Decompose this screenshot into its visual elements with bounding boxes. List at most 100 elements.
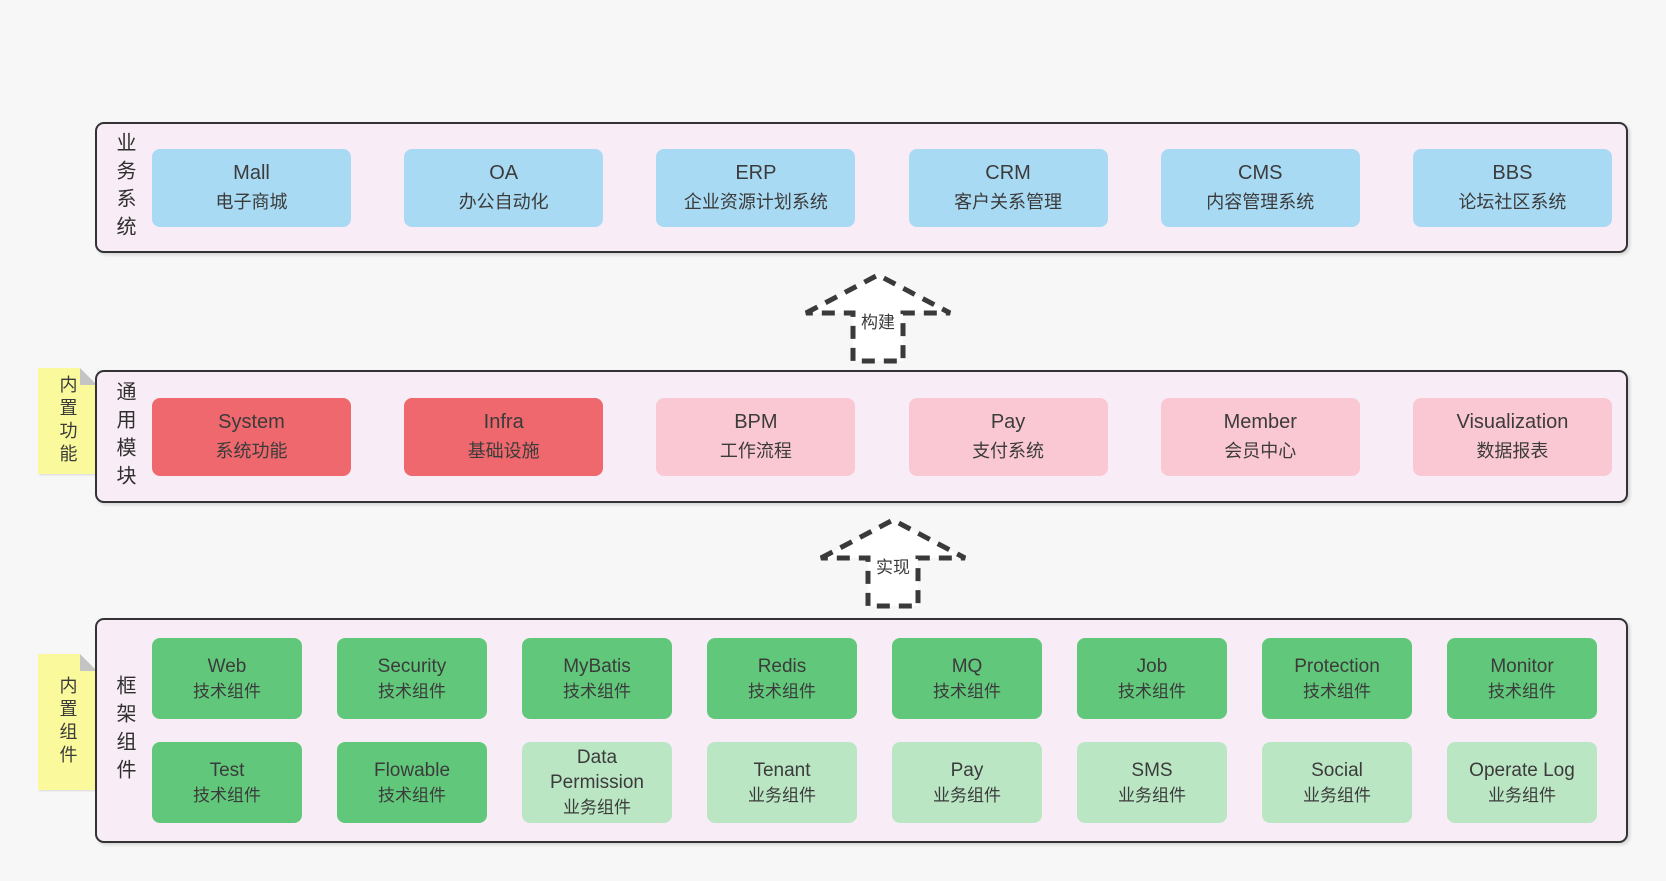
box-title: Data Permission: [550, 747, 644, 793]
box-member: Member 会员中心: [1160, 397, 1360, 476]
box-bbs: BBS 论坛社区系统: [1412, 148, 1612, 227]
box-title: Social: [1311, 759, 1363, 781]
box-flowable: Flowable 技术组件: [337, 742, 487, 823]
box-tenant: Tenant 业务组件: [707, 742, 857, 823]
box-mybatis: MyBatis 技术组件: [522, 638, 672, 719]
box-subtitle: 业务组件: [1303, 785, 1371, 805]
box-infra: Infra 基础设施: [404, 397, 604, 476]
box-subtitle: 企业资源计划系统: [683, 191, 828, 212]
box-operate-log: Operate Log 业务组件: [1447, 742, 1597, 823]
box-subtitle: 工作流程: [719, 440, 792, 461]
box-title: Infra: [483, 410, 524, 433]
box-title: Operate Log: [1469, 759, 1575, 781]
box-subtitle: 技术组件: [933, 681, 1001, 701]
box-subtitle: 数据报表: [1476, 440, 1549, 461]
components-row-2: Test 技术组件 Flowable 技术组件 Data Permission …: [152, 742, 1597, 823]
box-mq: MQ 技术组件: [892, 638, 1042, 719]
box-subtitle: 论坛社区系统: [1458, 191, 1567, 212]
components-grid: Web 技术组件 Security 技术组件 MyBatis 技术组件 Redi…: [152, 620, 1597, 841]
box-subtitle: 技术组件: [1488, 681, 1556, 701]
box-subtitle: 业务组件: [1118, 785, 1186, 805]
box-subtitle: 技术组件: [1303, 681, 1371, 701]
sticky-tab-built-in-components: 内置组件: [38, 654, 97, 790]
box-crm: CRM 客户关系管理: [908, 148, 1108, 227]
box-subtitle: 会员中心: [1224, 440, 1297, 461]
box-monitor: Monitor 技术组件: [1447, 638, 1597, 719]
box-title: Security: [377, 655, 447, 677]
box-protection: Protection 技术组件: [1262, 638, 1412, 719]
box-title: Protection: [1294, 655, 1380, 677]
box-title: Monitor: [1490, 655, 1554, 677]
box-data-permission: Data Permission 业务组件: [522, 742, 672, 823]
box-social: Social 业务组件: [1262, 742, 1412, 823]
box-cms: CMS 内容管理系统: [1160, 148, 1360, 227]
box-subtitle: 技术组件: [748, 681, 816, 701]
modules-box-row: System 系统功能 Infra 基础设施 BPM 工作流程 Pay 支付系统…: [152, 372, 1612, 501]
box-title: CMS: [1238, 161, 1283, 184]
section-label-common-modules: 通用模块: [113, 380, 135, 493]
box-title: BBS: [1492, 161, 1533, 184]
box-title: Redis: [757, 655, 807, 677]
up-arrow-icon: 构建: [804, 272, 952, 364]
box-title: BPM: [734, 410, 778, 433]
box-subtitle: 内容管理系统: [1206, 191, 1315, 212]
box-subtitle: 业务组件: [563, 798, 631, 817]
box-title: Pay: [990, 410, 1026, 433]
box-subtitle: 业务组件: [1488, 785, 1556, 805]
box-job: Job 技术组件: [1077, 638, 1227, 719]
box-system: System 系统功能: [152, 397, 351, 476]
box-subtitle: 业务组件: [933, 785, 1001, 805]
sticky-tab-built-in-features: 内置功能: [38, 368, 97, 474]
box-title: Member: [1223, 410, 1297, 433]
box-title: CRM: [985, 161, 1031, 184]
up-arrow-build: 构建: [803, 268, 953, 368]
section-label-framework-components: 框架组件: [113, 674, 135, 787]
box-title: Test: [209, 759, 245, 781]
box-subtitle: 支付系统: [972, 440, 1045, 461]
box-pay-business: Pay 业务组件: [892, 742, 1042, 823]
box-test: Test 技术组件: [152, 742, 302, 823]
box-subtitle: 技术组件: [563, 681, 631, 701]
box-title: Mall: [233, 161, 270, 184]
box-title: ERP: [735, 161, 777, 184]
business-box-row: Mall 电子商城 OA 办公自动化 ERP 企业资源计划系统 CRM 客户关系…: [152, 124, 1612, 251]
box-title: System: [218, 410, 285, 433]
box-erp: ERP 企业资源计划系统: [656, 148, 856, 227]
arrow-label: 实现: [876, 558, 910, 577]
section-label-business-systems: 业务系统: [113, 131, 135, 244]
box-pay: Pay 支付系统: [908, 397, 1108, 476]
box-subtitle: 客户关系管理: [954, 191, 1063, 212]
box-subtitle: 技术组件: [193, 681, 261, 701]
box-subtitle: 业务组件: [748, 785, 816, 805]
box-visualization: Visualization 数据报表: [1412, 397, 1612, 476]
box-subtitle: 系统功能: [215, 440, 288, 461]
up-arrow-icon: 实现: [819, 517, 967, 609]
box-title: SMS: [1131, 759, 1173, 781]
box-title: Visualization: [1456, 410, 1569, 433]
box-oa: OA 办公自动化: [404, 148, 604, 227]
box-sms: SMS 业务组件: [1077, 742, 1227, 823]
box-security: Security 技术组件: [337, 638, 487, 719]
up-arrow-implement: 实现: [818, 513, 968, 613]
box-subtitle: 技术组件: [378, 785, 446, 805]
box-redis: Redis 技术组件: [707, 638, 857, 719]
box-subtitle: 技术组件: [1118, 681, 1186, 701]
components-row-1: Web 技术组件 Security 技术组件 MyBatis 技术组件 Redi…: [152, 638, 1597, 719]
box-title: Flowable: [373, 759, 451, 781]
box-title: MQ: [951, 655, 983, 677]
box-title: Web: [207, 655, 247, 677]
box-mall: Mall 电子商城: [152, 148, 351, 227]
box-subtitle: 技术组件: [378, 681, 446, 701]
box-title: Tenant: [753, 759, 811, 781]
box-subtitle: 技术组件: [193, 785, 261, 805]
box-subtitle: 办公自动化: [458, 191, 549, 212]
section-common-modules: 通用模块 System 系统功能 Infra 基础设施 BPM 工作流程 Pay…: [95, 370, 1628, 503]
box-title: OA: [489, 161, 519, 184]
box-title: Pay: [950, 759, 984, 781]
arrow-label: 构建: [861, 313, 895, 332]
box-bpm: BPM 工作流程: [656, 397, 856, 476]
box-title: Job: [1136, 655, 1168, 677]
section-framework-components: 框架组件 Web 技术组件 Security 技术组件 MyBatis 技术组件…: [95, 618, 1628, 843]
box-web: Web 技术组件: [152, 638, 302, 719]
